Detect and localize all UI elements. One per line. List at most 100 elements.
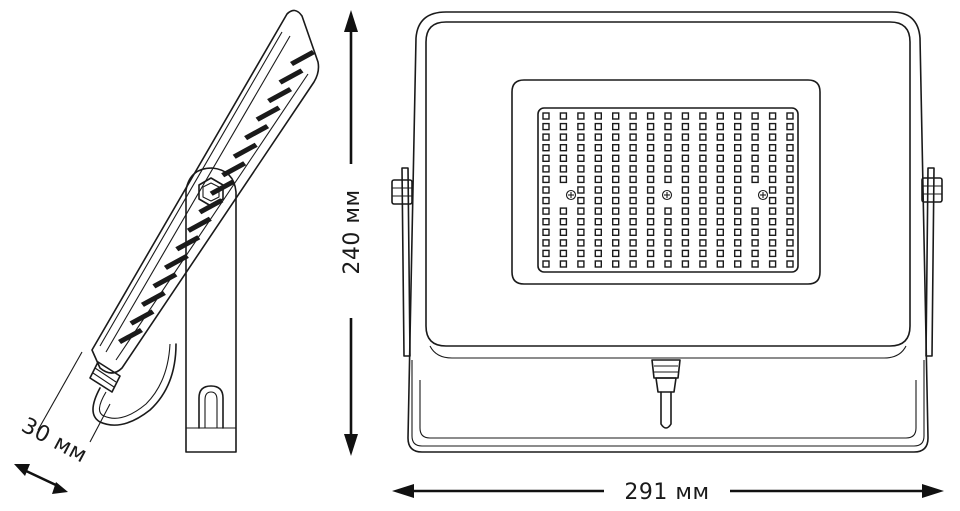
led-matrix <box>542 112 794 268</box>
mounting-bracket-side <box>185 167 237 453</box>
led-chip <box>577 122 585 131</box>
led-chip <box>577 260 585 268</box>
led-chip <box>768 228 777 237</box>
led-chip <box>716 239 724 247</box>
led-chip <box>768 249 777 258</box>
heatsink-fin <box>118 328 143 344</box>
led-chip <box>542 143 550 152</box>
reflector-outline <box>511 79 821 285</box>
bracket-slot-inner <box>204 391 218 428</box>
led-chip <box>612 228 620 237</box>
height-arrow <box>344 10 358 456</box>
side-cable-gland <box>89 361 121 393</box>
led-chip <box>542 228 550 237</box>
panel-screw-center-icon <box>661 189 673 201</box>
led-chip <box>559 249 568 258</box>
right-bolt-icon <box>921 177 943 203</box>
led-chip <box>664 228 672 237</box>
led-chip <box>577 165 585 173</box>
led-chip <box>699 186 707 194</box>
led-chip <box>664 207 672 215</box>
led-chip <box>629 122 637 131</box>
led-chip <box>664 122 672 131</box>
led-chip <box>699 112 707 120</box>
led-chip <box>577 154 585 163</box>
led-chip <box>734 260 742 268</box>
front-frame <box>425 21 911 347</box>
led-chip <box>664 154 672 163</box>
led-chip <box>612 175 620 184</box>
heatsink-fin <box>175 235 201 252</box>
led-chip <box>768 165 777 173</box>
led-chip <box>629 186 637 194</box>
led-chip <box>664 260 672 268</box>
led-chip <box>594 217 602 226</box>
side-housing <box>91 9 320 374</box>
led-chip <box>646 260 655 268</box>
led-chip <box>751 239 759 247</box>
led-chip <box>542 122 550 131</box>
led-chip <box>594 196 602 205</box>
led-chip <box>542 239 550 247</box>
led-chip <box>734 228 742 237</box>
led-chip <box>559 228 568 237</box>
heatsink-fin <box>232 142 258 159</box>
led-chip <box>768 133 777 141</box>
front-cable-gland <box>651 359 681 379</box>
led-chip <box>699 260 707 268</box>
heatsink-fin <box>267 87 293 104</box>
gland-ribs <box>92 367 117 388</box>
led-chip <box>751 165 759 173</box>
led-chip <box>542 133 550 141</box>
led-chip <box>734 207 742 215</box>
led-chip <box>716 260 724 268</box>
led-chip <box>612 112 620 120</box>
depth-extension-line-1 <box>37 351 83 431</box>
led-chip <box>768 122 777 131</box>
led-chip <box>699 165 707 173</box>
led-chip <box>577 207 585 215</box>
bracket-slot <box>198 385 224 429</box>
led-chip <box>734 217 742 226</box>
led-chip <box>768 154 777 163</box>
led-chip <box>646 228 655 237</box>
led-chip <box>664 217 672 226</box>
led-chip <box>577 249 585 258</box>
led-chip <box>577 133 585 141</box>
led-chip <box>542 196 550 205</box>
led-chip <box>768 239 777 247</box>
led-chip <box>559 165 568 173</box>
led-chip <box>664 175 672 184</box>
led-chip <box>699 143 707 152</box>
side-glass-line <box>105 35 291 353</box>
led-chip <box>681 228 690 237</box>
led-chip <box>734 249 742 258</box>
led-panel <box>537 107 799 273</box>
led-chip <box>699 175 707 184</box>
led-chip <box>734 186 742 194</box>
led-chip <box>681 249 690 258</box>
led-chip <box>734 239 742 247</box>
led-chip <box>612 186 620 194</box>
led-chip <box>786 196 794 205</box>
led-chip <box>751 260 759 268</box>
led-chip <box>716 165 724 173</box>
led-chip <box>577 186 585 194</box>
led-chip <box>594 260 602 268</box>
led-chip <box>542 186 550 194</box>
led-chip <box>594 239 602 247</box>
led-chip <box>559 112 568 120</box>
led-chip <box>751 133 759 141</box>
height-label: 240 мм <box>340 189 365 274</box>
led-chip <box>612 260 620 268</box>
led-chip <box>681 186 690 194</box>
led-chip <box>559 133 568 141</box>
heatsink-fin <box>186 216 212 233</box>
led-chip <box>786 165 794 173</box>
led-chip <box>768 143 777 152</box>
led-chip <box>612 217 620 226</box>
led-chip <box>786 122 794 131</box>
led-chip <box>699 217 707 226</box>
led-chip <box>629 207 637 215</box>
led-chip <box>751 175 759 184</box>
